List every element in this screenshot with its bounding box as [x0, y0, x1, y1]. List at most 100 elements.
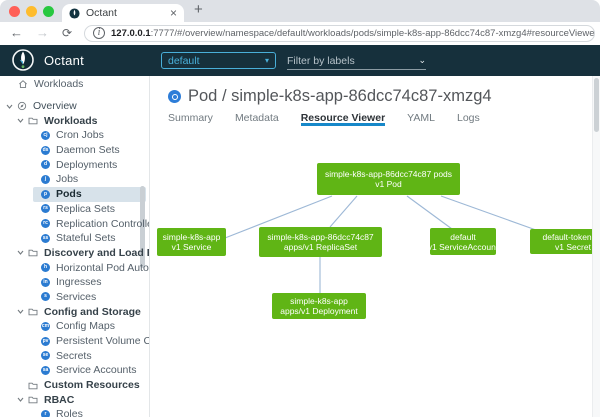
- sidebar-item-label: RBAC: [44, 393, 75, 406]
- sidebar-item-replication-controllers[interactable]: rc Replication Controllers: [0, 216, 149, 231]
- filter-chevron-icon: ⌄: [418, 55, 426, 65]
- chevron-down-icon[interactable]: [15, 248, 25, 257]
- sidebar-scrollbar-thumb[interactable]: [140, 186, 145, 268]
- sidebar-item-services[interactable]: s Services: [0, 290, 149, 305]
- chevron-down-icon[interactable]: [15, 307, 25, 316]
- minimize-window-button[interactable]: [26, 6, 37, 17]
- sidebar-item-label: Cron Jobs: [56, 129, 104, 142]
- browser-toolbar: ← → ⟳ i 127.0.0.1:7777/#/overview/namesp…: [0, 22, 600, 45]
- sidebar-item-label: Replication Controllers: [56, 217, 149, 230]
- sidebar-item-label: Replica Sets: [56, 202, 115, 215]
- resource-type-icon: j: [41, 174, 50, 184]
- folder-icon: [28, 381, 40, 390]
- main-scrollbar[interactable]: [592, 76, 600, 417]
- forward-button[interactable]: →: [36, 25, 49, 40]
- resource-type-icon: cj: [41, 130, 50, 140]
- sidebar-item-label: Horizontal Pod Autoscalers: [56, 261, 149, 274]
- chevron-down-icon[interactable]: [15, 395, 25, 404]
- folder-icon: [28, 248, 40, 257]
- sidebar-item-label: Service Accounts: [56, 364, 137, 377]
- url-path: :7777/#/overview/namespace/default/workl…: [150, 27, 595, 39]
- sidebar-item-service-accounts[interactable]: sa Service Accounts: [0, 363, 149, 378]
- tab-resource-viewer[interactable]: Resource Viewer: [300, 112, 386, 126]
- browser-tab[interactable]: Octant ×: [62, 4, 184, 22]
- resource-type-icon: ss: [41, 233, 50, 243]
- graph-node-label: v1 Secret: [555, 241, 591, 252]
- app-header: Octant default ▾ Filter by labels ⌄: [0, 45, 600, 76]
- tab-yaml[interactable]: YAML: [407, 112, 435, 124]
- back-button[interactable]: ←: [10, 25, 23, 40]
- close-tab-icon[interactable]: ×: [169, 6, 177, 20]
- sidebar-item-label: Roles: [56, 408, 83, 417]
- page-title-row: Pod / simple-k8s-app-86dcc74c87-xmzg4: [168, 87, 492, 106]
- namespace-select[interactable]: default ▾: [161, 52, 276, 69]
- sidebar-item-label: Daemon Sets: [56, 144, 120, 157]
- graph-node-secret[interactable]: default-token-4sv1 Secret: [530, 229, 592, 254]
- zoom-window-button[interactable]: [43, 6, 54, 17]
- reload-button[interactable]: ⟳: [62, 26, 73, 40]
- graph-node-label: simple-k8s-app-86dcc74c87 pods: [324, 169, 453, 179]
- sidebar-item-discovery-and-load-balancing[interactable]: Discovery and Load Balancing: [0, 246, 149, 261]
- close-window-button[interactable]: [9, 6, 20, 17]
- main-scrollbar-thumb[interactable]: [594, 78, 599, 132]
- tab-summary[interactable]: Summary: [168, 112, 213, 124]
- sidebar-item-config-maps[interactable]: cm Config Maps: [0, 319, 149, 334]
- sidebar-item-label: Ingresses: [56, 276, 102, 289]
- graph-node-label: v1 ServiceAccount: [427, 241, 499, 252]
- folder-icon: [28, 307, 40, 316]
- sidebar-item-custom-resources[interactable]: Custom Resources: [0, 378, 149, 393]
- resource-type-icon: pv: [41, 336, 50, 346]
- resource-type-icon: sa: [41, 365, 50, 375]
- sidebar-item-label: Discovery and Load Balancing: [44, 246, 149, 259]
- main-content: Pod / simple-k8s-app-86dcc74c87-xmzg4 Su…: [151, 76, 600, 417]
- graph-node-label: apps/v1 Deployment: [280, 306, 358, 316]
- sidebar-item-cron-jobs[interactable]: cj Cron Jobs: [0, 128, 149, 143]
- content-tabs: Summary Metadata Resource Viewer YAML Logs: [168, 112, 502, 126]
- sidebar-item-replica-sets[interactable]: rs Replica Sets: [0, 202, 149, 217]
- graph-node-label: v1 Pod: [375, 179, 402, 189]
- chevron-down-icon[interactable]: [4, 102, 14, 111]
- folder-icon: [28, 116, 40, 125]
- resource-type-icon: rs: [41, 204, 50, 214]
- sidebar-item-label: Stateful Sets: [56, 232, 116, 245]
- sidebar-item-config-and-storage[interactable]: Config and Storage: [0, 304, 149, 319]
- tab-logs[interactable]: Logs: [456, 112, 480, 124]
- url-text: 127.0.0.1:7777/#/overview/namespace/defa…: [111, 27, 595, 39]
- sidebar-item-overview[interactable]: Overview: [0, 99, 149, 114]
- graph-node-label: v1 Service: [171, 242, 212, 252]
- sidebar-item-label: Config and Storage: [44, 305, 141, 318]
- graph-node-label: simple-k8s-app-86dcc74c87: [267, 232, 374, 242]
- tab-metadata[interactable]: Metadata: [234, 112, 279, 124]
- chevron-down-icon[interactable]: [15, 116, 25, 125]
- sidebar-item-label: Persistent Volume Claims: [56, 335, 149, 348]
- new-tab-button[interactable]: +: [194, 1, 203, 18]
- label-filter-input[interactable]: Filter by labels ⌄: [287, 52, 426, 70]
- sidebar-item-workloads[interactable]: Workloads: [0, 77, 149, 92]
- sidebar-item-workloads[interactable]: Workloads: [0, 113, 149, 128]
- resource-type-icon: cm: [41, 321, 50, 331]
- page-info-icon[interactable]: i: [93, 27, 105, 39]
- sidebar-item-stateful-sets[interactable]: ss Stateful Sets: [0, 231, 149, 246]
- sidebar-item-label: Services: [56, 290, 97, 303]
- sidebar-item-label: Config Maps: [56, 320, 115, 333]
- resource-type-icon: rc: [41, 219, 50, 229]
- app-title: Octant: [44, 53, 85, 68]
- sidebar-item-persistent-volume-claims[interactable]: pv Persistent Volume Claims: [0, 334, 149, 349]
- address-bar[interactable]: i 127.0.0.1:7777/#/overview/namespace/de…: [84, 24, 595, 42]
- resource-type-icon: s: [41, 292, 50, 302]
- sidebar-item-rbac[interactable]: RBAC: [0, 392, 149, 407]
